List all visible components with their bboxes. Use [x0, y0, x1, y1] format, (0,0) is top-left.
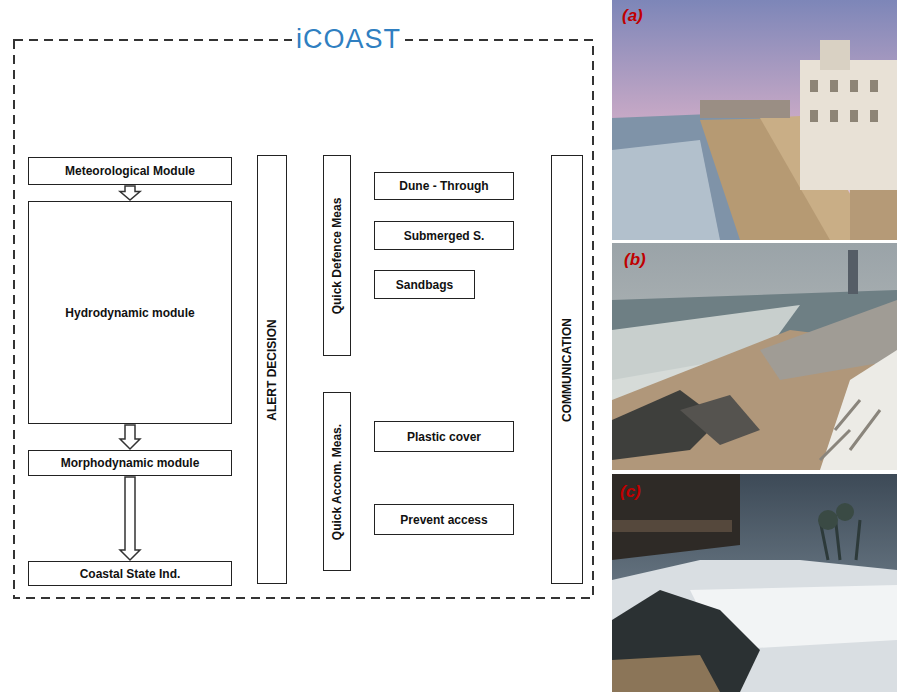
dashed-frame: [14, 40, 593, 598]
box-label: Quick Defence Meas: [330, 197, 344, 314]
box-label: Dune - Through: [399, 179, 488, 193]
box-label: Meteorological Module: [65, 164, 195, 178]
box-label: Hydrodynamic module: [65, 306, 194, 320]
box-label: Plastic cover: [407, 430, 481, 444]
photo-a: [612, 0, 897, 240]
box-label: Quick Accom. Meas.: [330, 423, 344, 539]
block-arrow: [120, 425, 140, 449]
logo-text: iCOAST: [292, 24, 405, 54]
box-label: Sandbags: [396, 278, 453, 292]
photo-label: (b): [624, 250, 646, 270]
block-arrow: [120, 186, 140, 200]
box-label: COMMUNICATION: [560, 318, 574, 422]
box-label: Coastal State Ind.: [80, 567, 181, 581]
block-arrow: [120, 477, 140, 560]
box-label: Prevent access: [400, 513, 487, 527]
vertical-bar: ALERT DECISION: [257, 155, 287, 584]
box-label: ALERT DECISION: [265, 319, 279, 420]
vertical-bar: Quick Defence Meas: [323, 155, 351, 356]
vertical-bar: Quick Accom. Meas.: [323, 392, 351, 571]
process-box: Plastic cover: [374, 421, 514, 452]
process-box: Prevent access: [374, 504, 514, 535]
process-box: Morphodynamic module: [28, 450, 232, 476]
box-label: Morphodynamic module: [61, 456, 200, 470]
process-box: Dune - Through: [374, 172, 514, 200]
photo-label: (c): [620, 482, 641, 502]
photo-b: [612, 243, 897, 470]
process-box: Hydrodynamic module: [28, 201, 232, 424]
photo-label: (a): [622, 6, 643, 26]
process-box: Coastal State Ind.: [28, 561, 232, 586]
process-box: Sandbags: [374, 270, 475, 299]
process-box: Submerged S.: [374, 221, 514, 250]
photo-c: [612, 474, 897, 692]
vertical-bar: COMMUNICATION: [551, 155, 583, 584]
box-label: Submerged S.: [404, 229, 485, 243]
process-box: Meteorological Module: [28, 157, 232, 185]
